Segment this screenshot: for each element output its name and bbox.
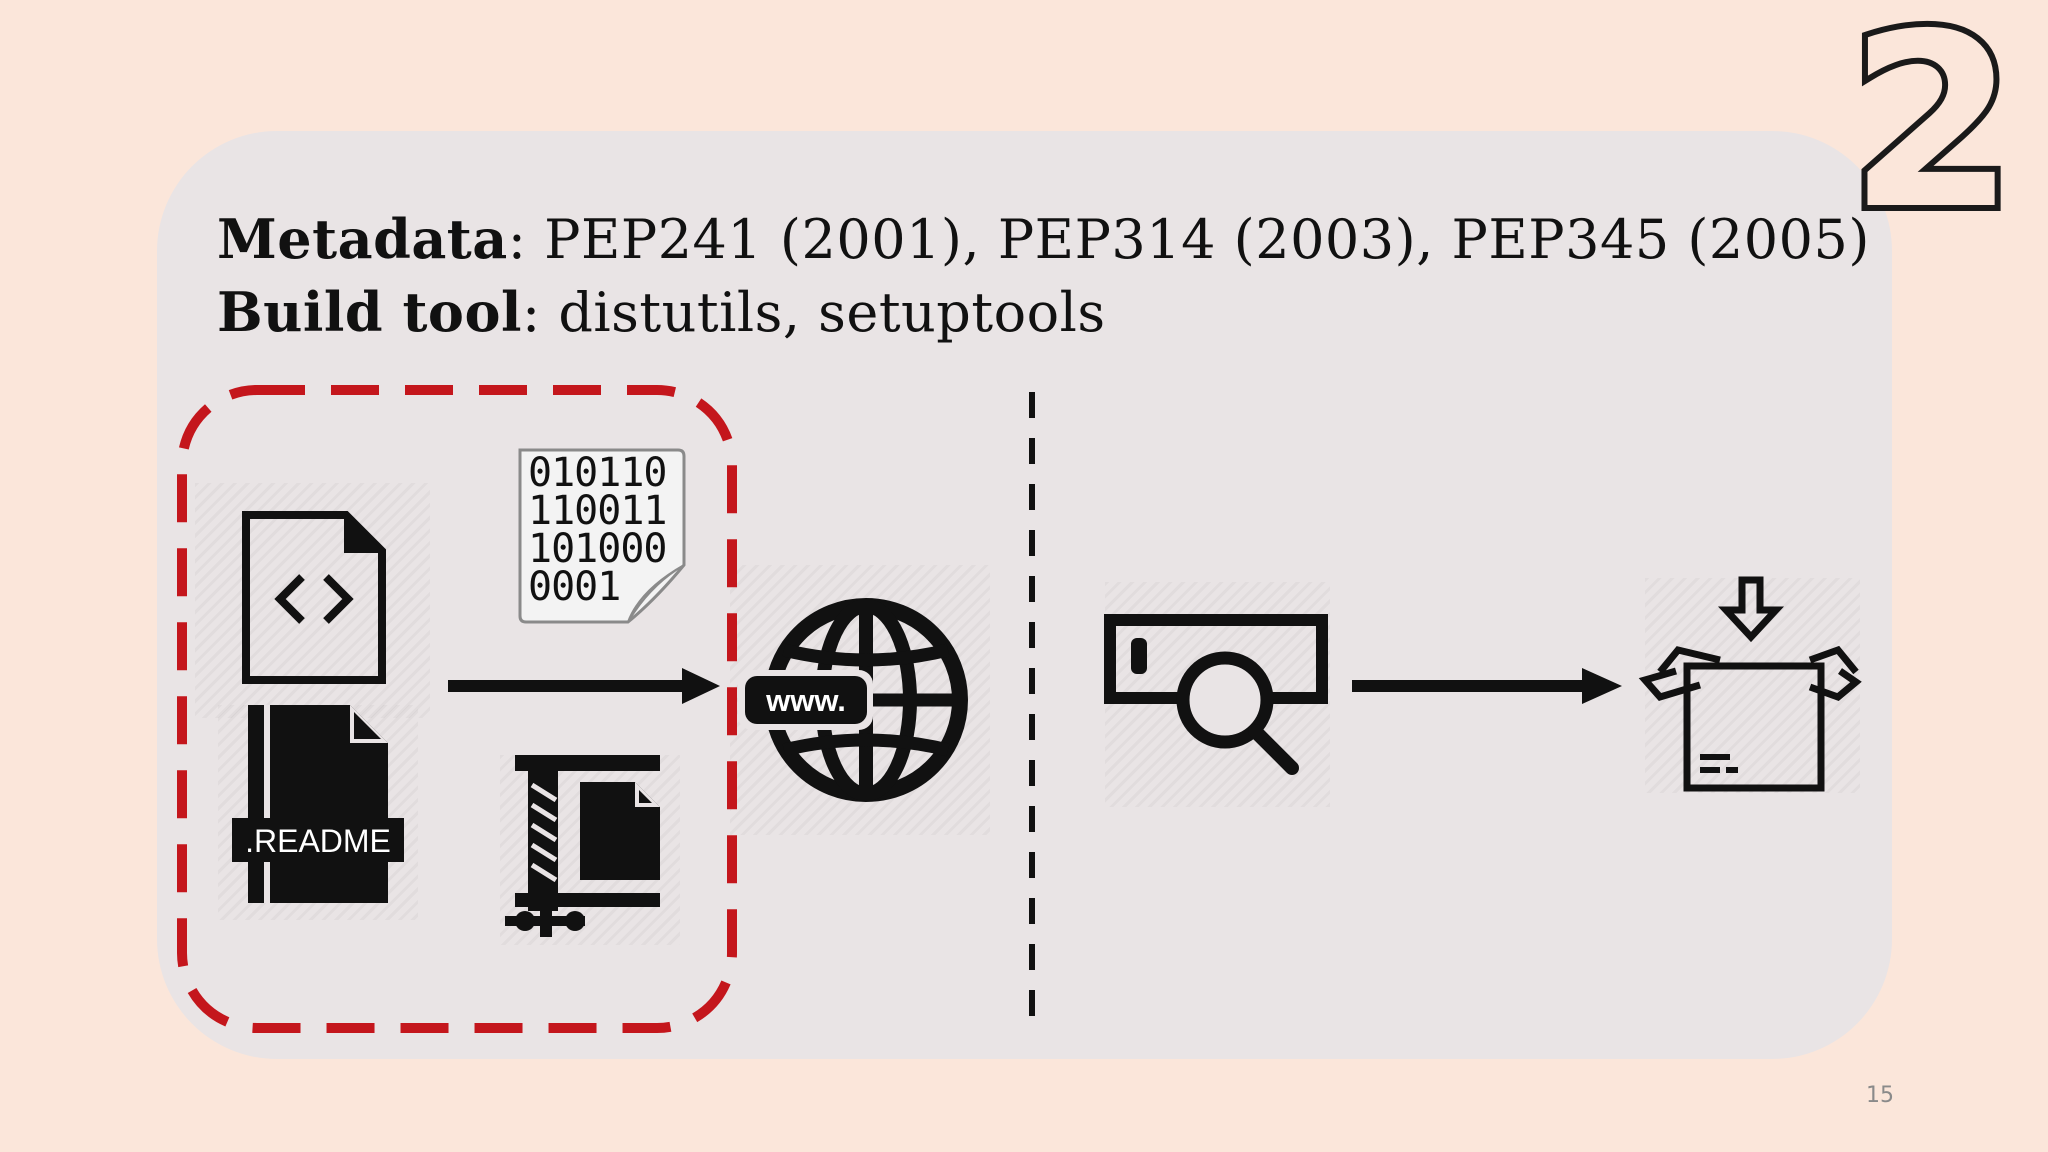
readme-label: .README xyxy=(245,823,391,859)
compress-file-icon xyxy=(505,755,660,937)
build-tool-label: Build tool xyxy=(217,280,522,344)
content-panel xyxy=(157,131,1892,1059)
binary-digits: 010110 110011 101000 0001 xyxy=(528,453,667,607)
binary-line: 101000 xyxy=(528,526,667,572)
install-arrow xyxy=(1352,668,1622,704)
step-number-badge: 2 2 xyxy=(1843,0,2022,268)
step-number-outline: 2 xyxy=(1849,0,2016,262)
binary-line: 110011 xyxy=(528,488,667,534)
upload-arrow xyxy=(448,668,720,704)
metadata-value: : PEP241 (2001), PEP314 (2003), PEP345 (… xyxy=(507,208,1870,271)
install-box-icon xyxy=(1638,576,1862,792)
build-tool-line: Build tool: distutils, setuptools xyxy=(217,280,1106,344)
source-code-file-icon xyxy=(242,511,386,684)
binary-line: 0001 xyxy=(528,564,621,610)
globe-www-icon: www. xyxy=(738,598,968,802)
package-index-search-icon xyxy=(1104,614,1328,775)
metadata-label: Metadata xyxy=(217,207,508,271)
build-group-dashed-outline xyxy=(177,385,737,1033)
page-number: 15 xyxy=(1866,1083,1894,1108)
metadata-line: Metadata: PEP241 (2001), PEP314 (2003), … xyxy=(217,207,1870,271)
readme-file-icon xyxy=(232,705,404,903)
build-tool-value: : distutils, setuptools xyxy=(521,281,1106,344)
www-label: www. xyxy=(765,683,846,718)
binary-line: 010110 xyxy=(528,450,667,496)
step-number-fill: 2 xyxy=(1849,0,2016,262)
binary-file-icon xyxy=(518,448,686,624)
